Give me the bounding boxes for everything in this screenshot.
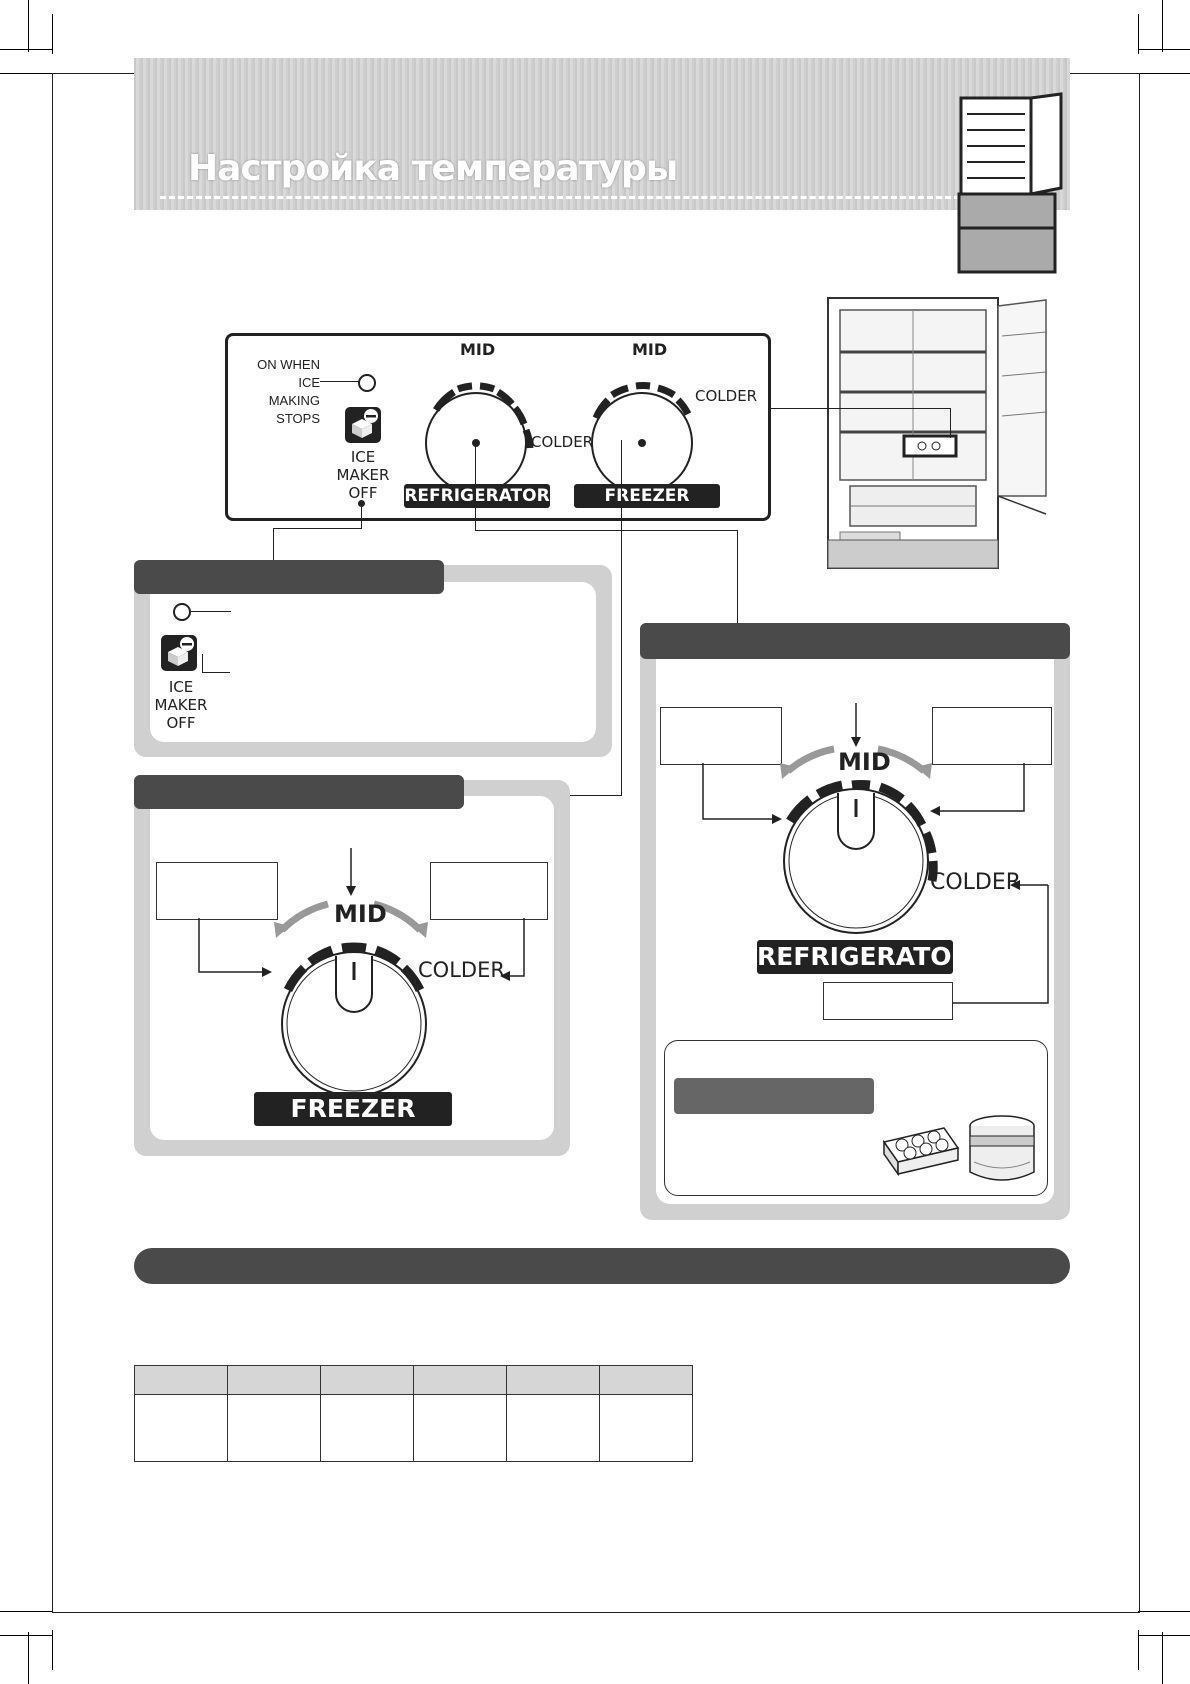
ice-maker-off-icon[interactable] bbox=[344, 406, 382, 444]
ice-tray-icon bbox=[882, 1127, 960, 1177]
refrigerator-section-header bbox=[640, 623, 1070, 659]
freezer-warmer-note bbox=[156, 862, 278, 920]
freezer-colder-note bbox=[430, 862, 548, 920]
refrigerator-colder-note bbox=[932, 707, 1052, 765]
freezer-section-mid: MID bbox=[334, 900, 387, 928]
refrigerator-dial[interactable] bbox=[416, 348, 556, 488]
settings-table bbox=[134, 1365, 693, 1462]
table-header-cell bbox=[506, 1365, 600, 1395]
table-cell bbox=[320, 1394, 414, 1462]
table-row bbox=[134, 1394, 693, 1462]
table-cell bbox=[134, 1394, 228, 1462]
indicator-lamp-icon bbox=[358, 374, 376, 392]
freezer-section-label: FREEZER bbox=[254, 1092, 452, 1126]
page-title: Настройка температуры bbox=[188, 148, 678, 189]
refrigerator-warmer-note bbox=[660, 707, 782, 765]
table-header-cell bbox=[599, 1365, 693, 1395]
freezer-dial[interactable] bbox=[582, 348, 722, 488]
table-cell bbox=[506, 1394, 600, 1462]
ice-maker-off-label: ICE MAKER OFF bbox=[336, 448, 390, 502]
table-cell bbox=[227, 1394, 321, 1462]
food-container-icon bbox=[969, 1115, 1035, 1181]
table-header-cell bbox=[134, 1365, 228, 1395]
table-cell bbox=[599, 1394, 693, 1462]
fridge-interior-illustration bbox=[827, 297, 1047, 569]
ice-maker-off-label: ICE MAKER OFF bbox=[154, 678, 208, 732]
header-banner bbox=[134, 58, 1070, 210]
refrigerator-section-label: REFRIGERATOR bbox=[757, 940, 971, 974]
indicator-label: ON WHEN ICE MAKING STOPS bbox=[257, 357, 320, 426]
freezer-label: FREEZER bbox=[574, 484, 720, 508]
banner-dashline bbox=[160, 196, 960, 199]
refrigerator-section-mid: MID bbox=[838, 748, 891, 776]
table-cell bbox=[413, 1394, 507, 1462]
freezer-dial-colder: COLDER bbox=[695, 387, 758, 405]
table-header-cell bbox=[320, 1365, 414, 1395]
freezer-dial-mid: MID bbox=[632, 340, 668, 359]
ice-maker-section-header bbox=[134, 560, 444, 594]
tip-box-header bbox=[674, 1078, 874, 1114]
refrigerator-dial-diagram bbox=[702, 703, 1049, 1004]
refrigerator-dial-colder: COLDER bbox=[531, 433, 594, 451]
table-header-cell bbox=[227, 1365, 321, 1395]
freezer-section-colder: COLDER bbox=[418, 958, 505, 982]
refrigerator-label: REFRIGERATOR bbox=[404, 484, 550, 508]
indicator-lamp-icon bbox=[173, 603, 191, 621]
refrigerator-section-colder: COLDER bbox=[930, 870, 1022, 895]
freezer-dial-diagram bbox=[198, 848, 525, 1097]
table-header-cell bbox=[413, 1365, 507, 1395]
section-bar bbox=[134, 1248, 1070, 1284]
refrigerator-dial-mid: MID bbox=[460, 340, 496, 359]
refrigerator-coldest-note bbox=[823, 982, 953, 1020]
freezer-section-header bbox=[134, 775, 464, 809]
fridge-icon bbox=[957, 92, 1063, 274]
ice-maker-off-icon bbox=[161, 635, 197, 671]
